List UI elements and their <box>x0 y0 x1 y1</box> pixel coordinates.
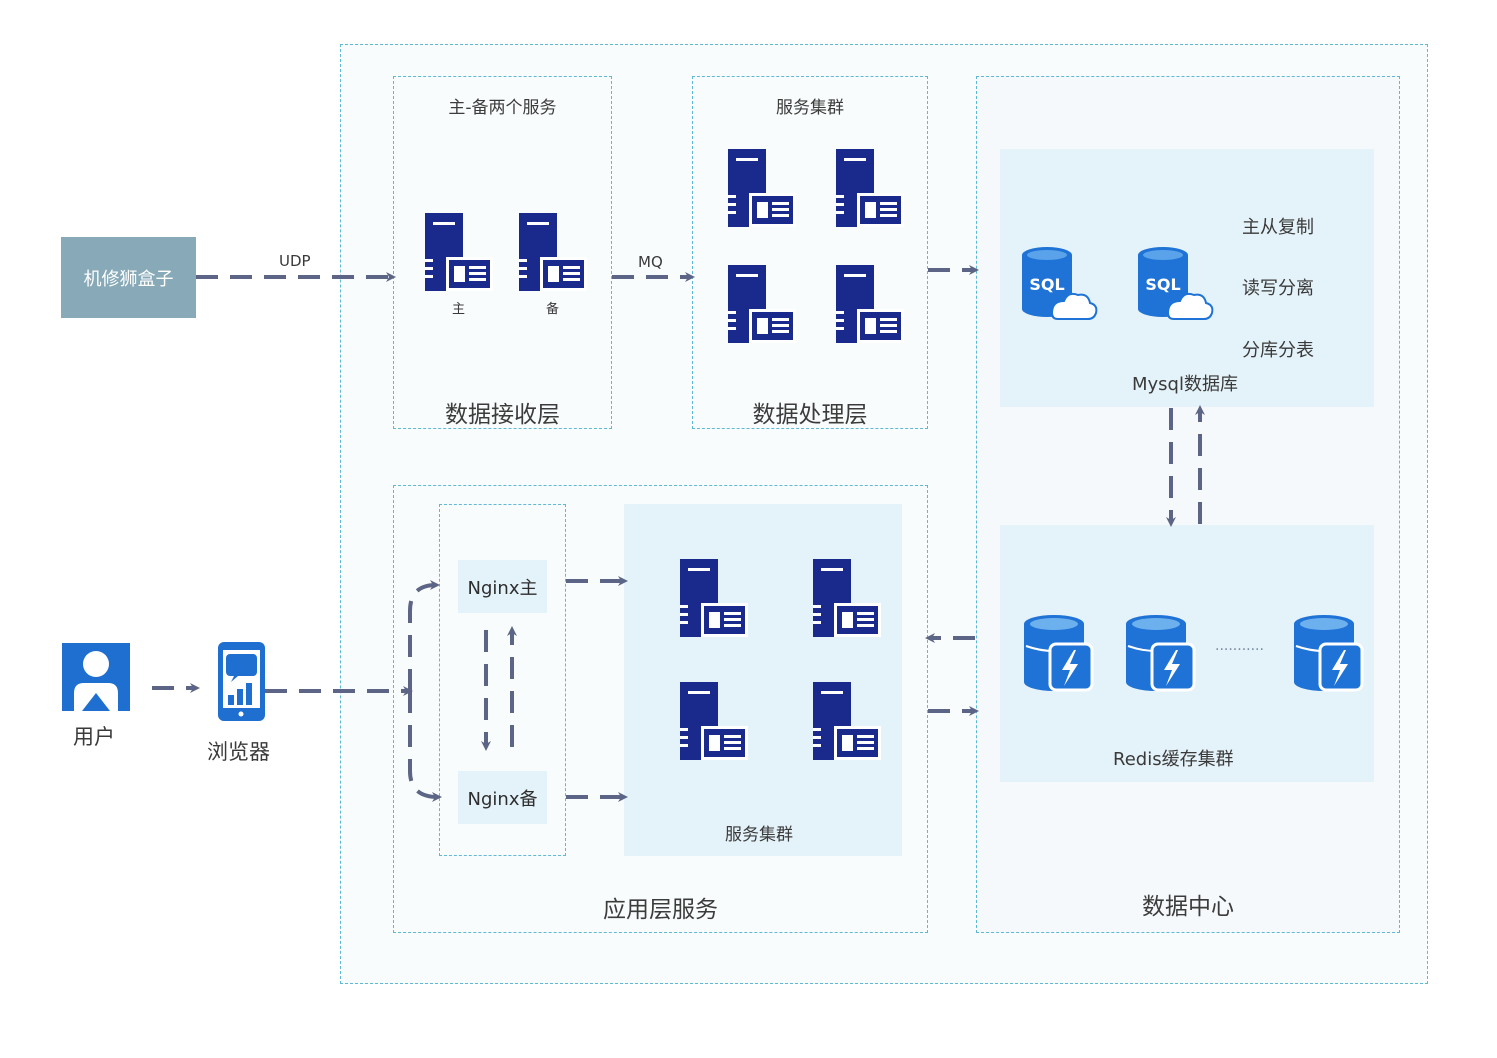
primary-caption: 主 <box>452 302 466 317</box>
app-layer-label: 应用层服务 <box>603 897 718 923</box>
app-service-cluster-panel: 服务集群 <box>624 504 902 856</box>
data-receive-layer: 主-备两个服务 数据接收层 <box>393 76 612 429</box>
app-server-icon-4 <box>813 682 881 760</box>
receive-backup-server-icon <box>519 213 587 291</box>
mysql-feature-sharding: 分库分表 <box>1242 340 1314 361</box>
app-server-icon-1 <box>680 559 748 637</box>
data-center-label: 数据中心 <box>1142 894 1234 920</box>
redis-node-icon-3 <box>1292 613 1364 693</box>
svg-text:SQL: SQL <box>1145 275 1180 294</box>
sql-database-icon-1: SQL <box>1021 246 1098 320</box>
process-server-icon-2 <box>836 149 904 227</box>
nginx-primary: Nginx主 <box>458 560 547 613</box>
process-server-icon-1 <box>728 149 796 227</box>
source-device-box: 机修狮盒子 <box>61 237 196 318</box>
svg-text:SQL: SQL <box>1029 275 1064 294</box>
nginx-group <box>439 504 566 856</box>
process-server-icon-3 <box>728 265 796 343</box>
user-label: 用户 <box>73 725 115 749</box>
to-nginx-backup-arrow <box>408 691 442 802</box>
app-cluster-label: 服务集群 <box>725 825 793 845</box>
mq-label: MQ <box>638 253 663 271</box>
browser-label: 浏览器 <box>207 740 270 764</box>
redis-node-icon-1 <box>1022 613 1094 693</box>
application-layer: 应用层服务 <box>393 485 928 933</box>
redis-node-icon-2 <box>1124 613 1196 693</box>
receive-layer-label: 数据接收层 <box>445 402 560 428</box>
mysql-label: Mysql数据库 <box>1132 374 1238 395</box>
redis-label: Redis缓存集群 <box>1113 749 1234 770</box>
app-server-icon-3 <box>680 682 748 760</box>
app-server-icon-2 <box>813 559 881 637</box>
data-process-layer: 服务集群 数据处理层 <box>692 76 928 429</box>
mysql-feature-replication: 主从复制 <box>1242 217 1314 238</box>
process-layer-title: 服务集群 <box>776 98 844 118</box>
user-icon <box>62 643 130 711</box>
redis-ellipsis: ··········· <box>1215 642 1264 658</box>
to-nginx-primary-arrow <box>408 580 440 691</box>
process-server-icon-4 <box>836 265 904 343</box>
browser-phone-icon <box>218 642 265 721</box>
receive-layer-title: 主-备两个服务 <box>448 98 557 118</box>
nginx-backup: Nginx备 <box>458 771 547 824</box>
backup-caption: 备 <box>546 302 560 317</box>
udp-label: UDP <box>279 252 311 270</box>
receive-primary-server-icon <box>425 213 493 291</box>
mysql-feature-rw-split: 读写分离 <box>1242 278 1314 299</box>
process-layer-label: 数据处理层 <box>752 402 868 428</box>
sql-database-icon-2: SQL <box>1137 246 1214 320</box>
